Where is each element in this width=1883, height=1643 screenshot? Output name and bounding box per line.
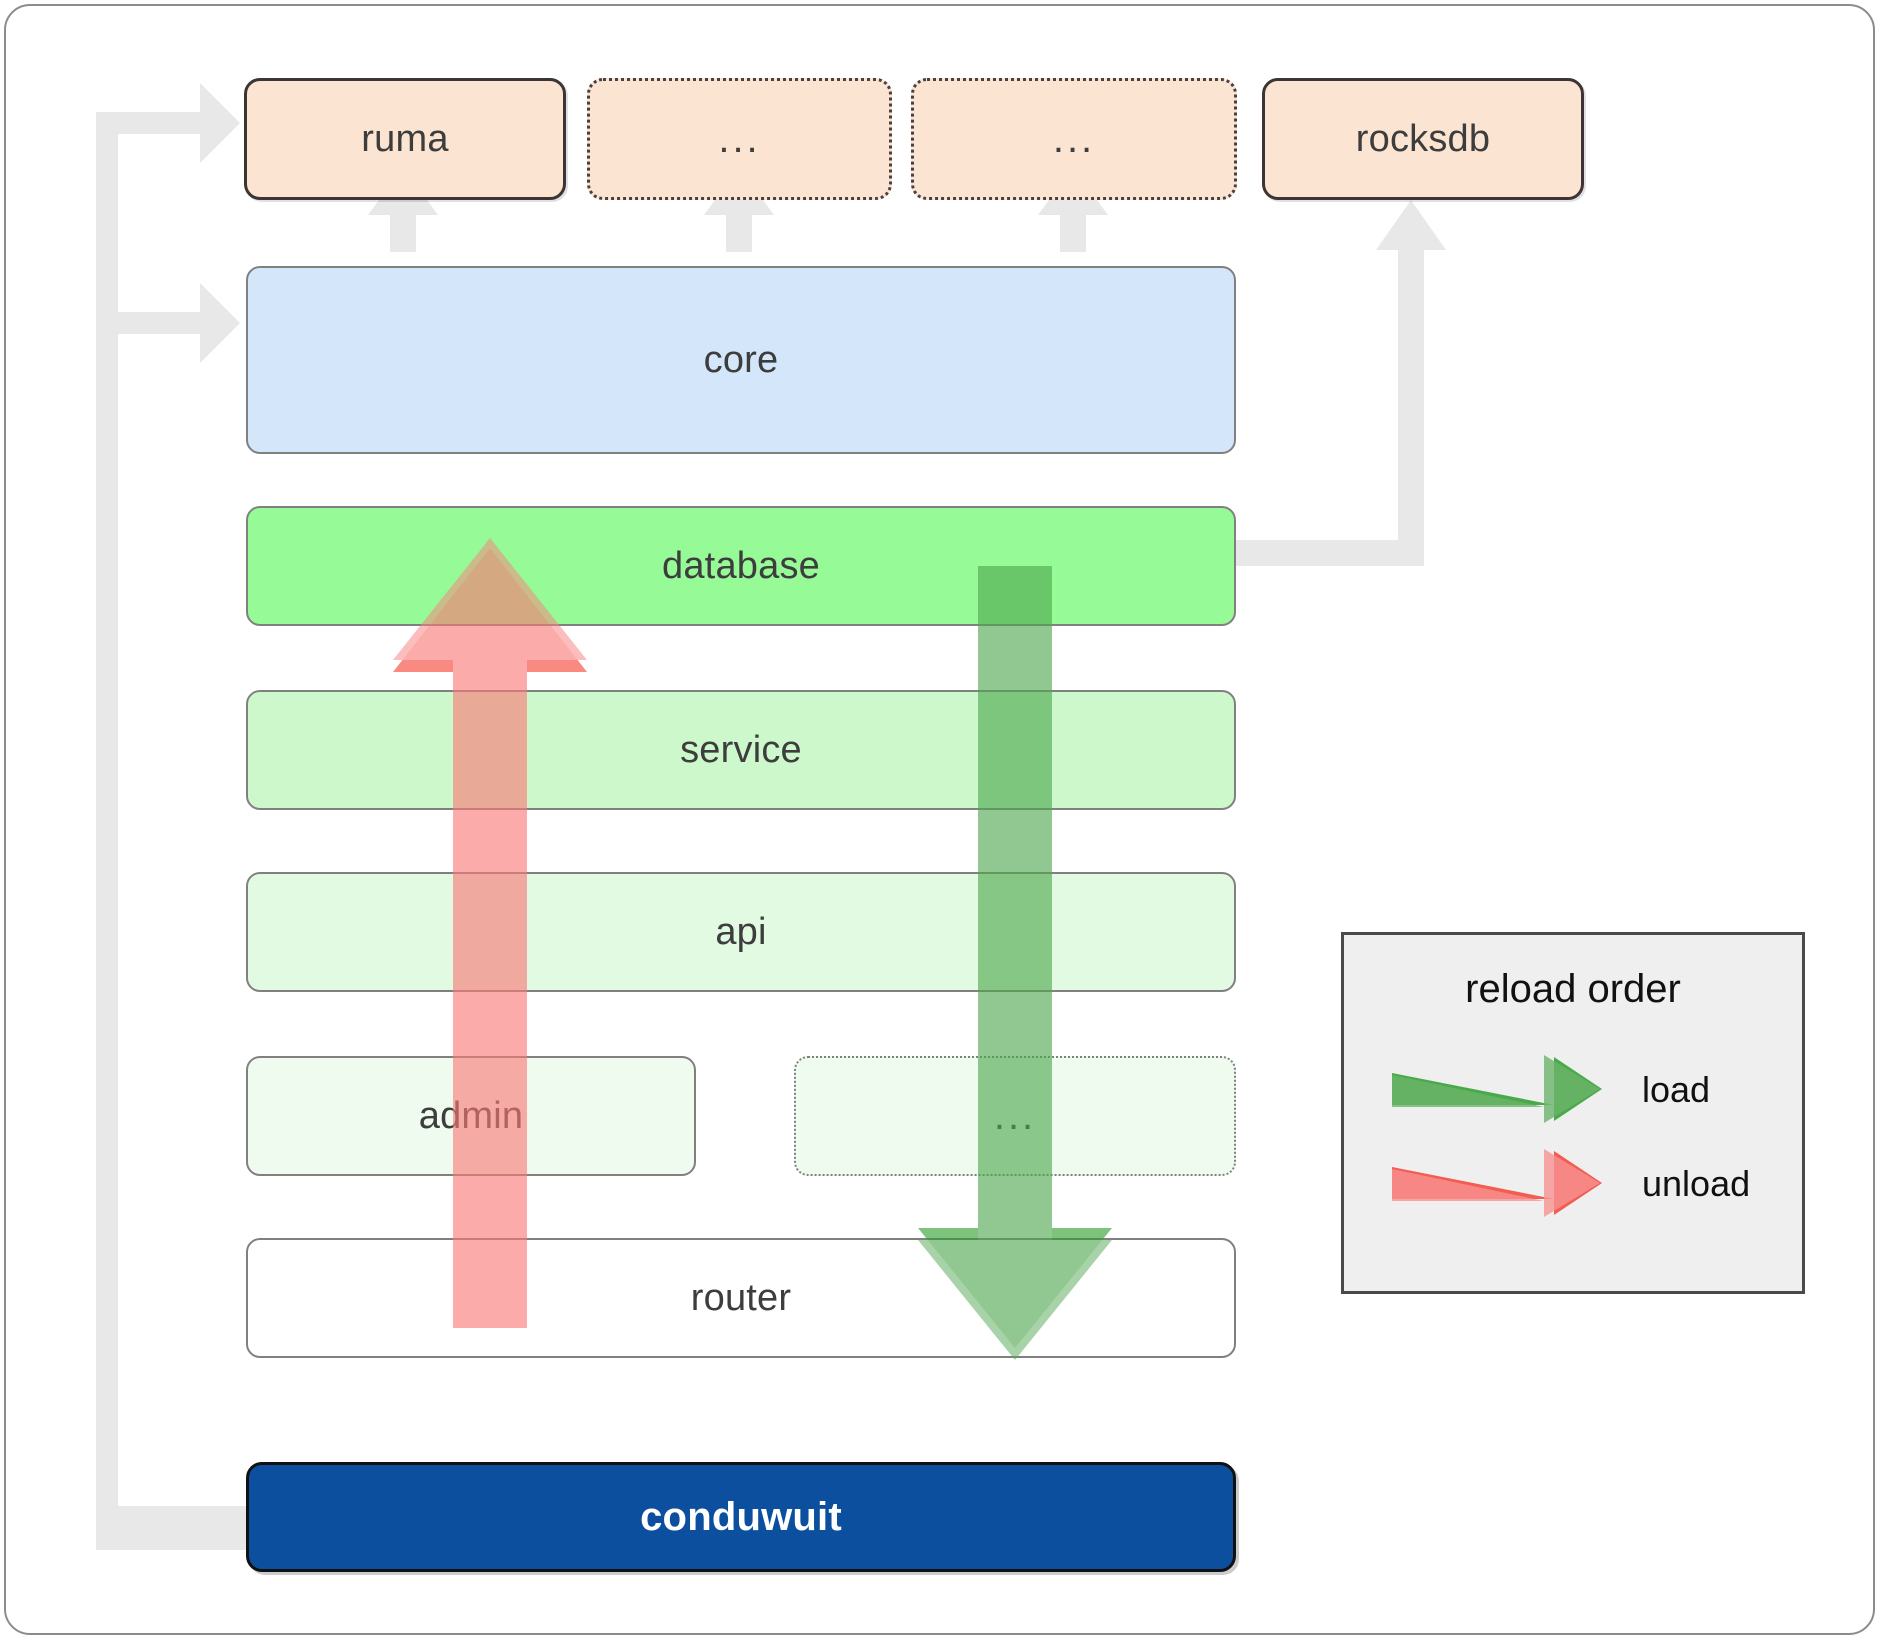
legend-swatch-load [1392,1055,1602,1123]
legend-label-unload: unload [1642,1163,1751,1204]
layer-box-core[interactable]: core [246,266,1236,454]
layer-box-admin[interactable]: admin [246,1056,696,1176]
diagram-frame [4,4,1875,1635]
layer-box-service[interactable]: service [246,690,1236,810]
layer-box-api[interactable]: api [246,872,1236,992]
root-box-conduwuit[interactable]: conduwuit [246,1462,1236,1572]
layer-box-placeholder-3[interactable]: ... [794,1056,1236,1176]
layer-label-placeholder-3: ... [993,1094,1037,1138]
legend-title: reload order [1465,967,1681,1011]
legend-label-load: load [1642,1069,1711,1110]
dependency-label-placeholder-1: ... [718,117,761,161]
layer-label-database: database [662,544,820,587]
dependency-label-rocksdb: rocksdb [1355,117,1491,160]
dependency-box-ruma[interactable]: ruma [244,78,566,200]
legend-swatch-unload [1392,1149,1602,1217]
layer-box-router[interactable]: router [246,1238,1236,1358]
dependency-box-rocksdb[interactable]: rocksdb [1262,78,1584,200]
dependency-box-placeholder-2[interactable]: ... [911,78,1237,200]
layer-label-service: service [680,728,802,771]
legend-panel: reload order load unload [1341,932,1805,1294]
layer-label-core: core [703,338,779,381]
legend-swatches [1392,1055,1602,1217]
dependency-label-ruma: ruma [361,117,449,160]
dependency-label-placeholder-2: ... [1052,117,1096,161]
layer-box-database[interactable]: database [246,506,1236,626]
layer-label-api: api [715,910,767,953]
layer-label-router: router [690,1276,792,1319]
dependency-box-placeholder-1[interactable]: ... [587,78,892,200]
layer-label-admin: admin [418,1094,524,1137]
root-label-conduwuit: conduwuit [640,1494,842,1539]
